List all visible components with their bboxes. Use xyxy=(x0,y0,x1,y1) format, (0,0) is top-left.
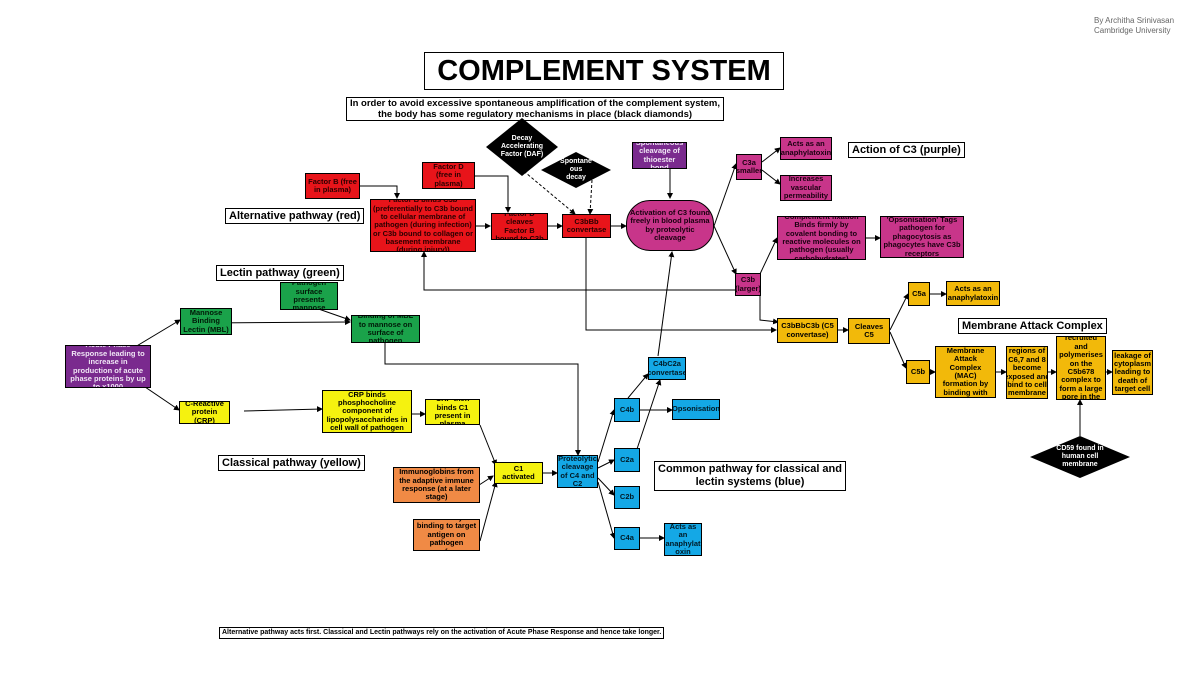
heading-classical-pathway: Classical pathway (yellow) xyxy=(218,455,365,471)
node-mbl: Mannose Binding Lectin (MBL) xyxy=(180,308,232,335)
page-title: COMPLEMENT SYSTEM xyxy=(424,52,784,90)
heading-common-pathway: Common pathway for classical and lectin … xyxy=(654,461,846,492)
node-opsonisation-c3b: 'Opsonisation' Tags pathogen for phagocy… xyxy=(880,216,964,258)
node-proteolytic-c4-c2: Proteolytic cleavage of C4 and C2 xyxy=(557,455,598,488)
node-crp-binds-c1: CRP then binds C1 present in plasma xyxy=(425,399,480,425)
diamond-spontaneous-decay: Spontane ous decay xyxy=(541,152,611,188)
heading-alternative-pathway: Alternative pathway (red) xyxy=(225,208,365,224)
node-complement-fixation: 'Complement fixation' Binds firmly by co… xyxy=(777,216,866,260)
node-factor-d-cleaves: Factor D cleaves Factor B bound to C3b xyxy=(491,213,548,240)
footer-note: Alternative pathway acts first. Classica… xyxy=(219,627,665,639)
node-c3bbb-convertase: C3bBb convertase xyxy=(562,214,611,238)
node-c3b: C3b (larger) xyxy=(735,273,761,296)
heading-lectin-pathway: Lectin pathway (green) xyxy=(216,265,344,281)
node-vascular-permeability: Increases vascular permeability xyxy=(780,175,832,201)
regulation-note-line-1: In order to avoid excessive spontaneous … xyxy=(349,98,721,109)
node-cleaves-c5: Cleaves C5 xyxy=(848,318,890,344)
node-c3a-anaphylatoxin: Acts as an anaphylatoxin xyxy=(780,137,832,160)
node-c5b: C5b xyxy=(906,360,930,384)
author-credit: By Architha Srinivasan Cambridge Univers… xyxy=(1094,16,1174,35)
node-c1-activated: C1 activated xyxy=(494,462,543,484)
node-crp: C-Reactive protein (CRP) xyxy=(179,401,230,424)
node-c5-convertase: C3bBbC3b (C5 convertase) xyxy=(777,318,838,343)
node-factor-b-binds-c3b: Factor B binds C3b (preferentially to C3… xyxy=(370,199,476,252)
node-c2a: C2a xyxy=(614,448,640,472)
regulation-note-line-2: the body has some regulatory mechanisms … xyxy=(377,108,693,120)
heading-common-pathway-text: Common pathway for classical and lectin … xyxy=(658,463,842,489)
node-c4a-anaphylatoxin: Acts as an anaphylat oxin xyxy=(664,523,702,556)
node-c5a: C5a xyxy=(908,282,930,306)
diamond-cd59-label: CD59 found in human cell membrane xyxy=(1056,445,1104,468)
heading-action-of-c3: Action of C3 (purple) xyxy=(848,142,965,158)
node-c4bc2a-convertase: C4bC2a convertase xyxy=(648,357,686,380)
node-acute-phase-response: Acute Phase Response leading to increase… xyxy=(65,345,151,388)
node-c3-activation: Activation of C3 found freely in blood p… xyxy=(626,200,714,251)
node-c9-recruited: C9 is recruited and polymerises on the C… xyxy=(1056,336,1106,400)
node-hydrophobic-regions: Hydrophobic regions of C6,7 and 8 become… xyxy=(1006,346,1048,399)
diamond-spontaneous-decay-label: Spontane ous decay xyxy=(560,158,592,181)
author-name: By Architha Srinivasan xyxy=(1094,16,1175,25)
diamond-decay-accelerating-factor: Decay Accelerating Factor (DAF) xyxy=(486,118,558,176)
node-c3a: C3a (smaller) xyxy=(736,154,762,180)
author-affiliation: Cambridge University xyxy=(1094,25,1171,35)
node-c4b: C4b xyxy=(614,398,640,422)
node-factor-b: Factor B (free in plasma) xyxy=(305,173,360,199)
regulation-note: In order to avoid excessive spontaneous … xyxy=(346,97,724,121)
node-antibody-binding: Antibody binding to target antigen on pa… xyxy=(413,519,480,551)
node-factor-d: Factor D (free in plasma) xyxy=(422,162,475,189)
node-leakage-cytoplasm: leakage of cytoplasm leading to death of… xyxy=(1112,350,1153,395)
node-c5a-anaphylatoxin: Acts as an anaphylatoxin xyxy=(946,281,1000,306)
heading-membrane-attack-complex: Membrane Attack Complex xyxy=(958,318,1107,334)
node-pathogen-mannose: Pathogen surface presents mannose xyxy=(280,282,338,310)
node-mbl-binding: Binding of MBL to mannose on surface of … xyxy=(351,315,420,343)
node-c4a: C4a xyxy=(614,527,640,550)
node-crp-binds: CRP binds phosphocholine component of li… xyxy=(322,390,412,433)
node-immunoglobins: Immunoglobins from the adaptive immune r… xyxy=(393,467,480,503)
node-mac-formation: Initiates Membrane Attack Complex (MAC) … xyxy=(935,346,996,398)
diamond-daf-label: Decay Accelerating Factor (DAF) xyxy=(500,135,544,158)
node-opsonisation: Opsonisation xyxy=(672,399,720,420)
diamond-cd59: CD59 found in human cell membrane xyxy=(1030,436,1130,478)
node-spontaneous-cleavage: Spontaneous cleavage of thioester bond xyxy=(632,142,687,169)
node-c2b: C2b xyxy=(614,486,640,509)
